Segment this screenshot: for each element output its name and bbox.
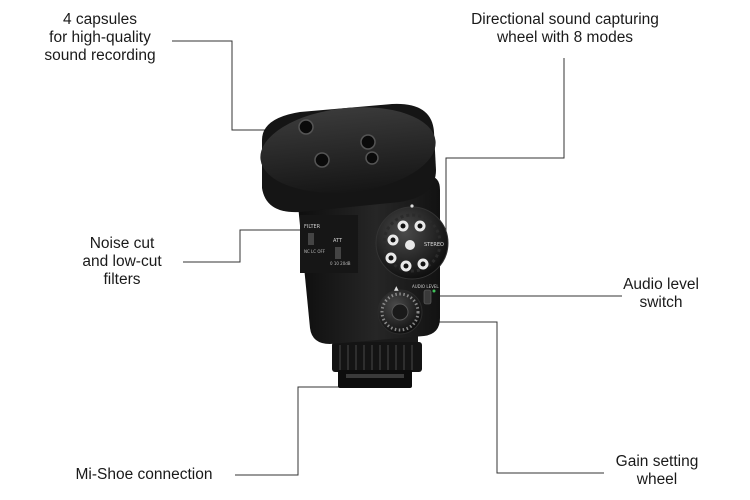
svg-text:ATT: ATT: [333, 238, 343, 244]
callout-filters-line-2: and low-cut: [82, 253, 162, 270]
leader-line-filters: [183, 229, 305, 263]
callout-gain-line-2: wheel: [636, 471, 678, 488]
svg-text:0 10 20dB: 0 10 20dB: [330, 261, 351, 266]
callout-directional-line-2: wheel with 8 modes: [496, 29, 634, 46]
callout-gain-wheel: Gain setting wheel: [606, 453, 708, 489]
filter-switch-panel: FILTER NC LC OFF ATT 0 10 20dB: [300, 215, 358, 273]
svg-text:AUDIO LEVEL: AUDIO LEVEL: [412, 284, 439, 289]
svg-text:STEREO: STEREO: [424, 242, 444, 248]
callout-mi-shoe: Mi-Shoe connection: [64, 466, 224, 484]
callout-capsules-line-3: sound recording: [44, 47, 156, 64]
callout-capsules: 4 capsules for high-quality sound record…: [30, 11, 170, 65]
leader-line-mi-shoe: [235, 386, 366, 476]
callout-directional-line-1: Directional sound capturing: [471, 11, 659, 28]
callout-capsules-line-2: for high-quality: [49, 29, 151, 46]
callout-filters: Noise cut and low-cut filters: [68, 235, 176, 289]
capsule-head: [260, 103, 436, 213]
callout-audio-level-line-1: Audio level: [623, 276, 699, 293]
leader-line-capsules: [172, 40, 268, 131]
gain-wheel: ▲: [377, 285, 423, 335]
svg-text:FILTER: FILTER: [304, 224, 321, 230]
directional-wheel: STEREO: [375, 204, 449, 280]
callout-filters-line-3: filters: [103, 271, 141, 288]
leader-line-directional: [445, 58, 565, 238]
callout-audio-level-line-2: switch: [639, 294, 683, 311]
audio-level-switch: AUDIO LEVEL: [412, 284, 439, 305]
callout-mi-shoe-line-1: Mi-Shoe connection: [75, 466, 213, 483]
leader-line-gain: [405, 321, 604, 474]
callout-audio-level-switch: Audio level switch: [620, 276, 702, 312]
callout-filters-line-1: Noise cut: [89, 235, 155, 252]
svg-text:NC LC OFF: NC LC OFF: [304, 249, 326, 254]
callout-gain-line-1: Gain setting: [615, 453, 699, 470]
svg-text:▲: ▲: [394, 285, 399, 292]
callout-capsules-line-1: 4 capsules: [62, 11, 138, 28]
callout-directional-wheel: Directional sound capturing wheel with 8…: [455, 11, 675, 47]
